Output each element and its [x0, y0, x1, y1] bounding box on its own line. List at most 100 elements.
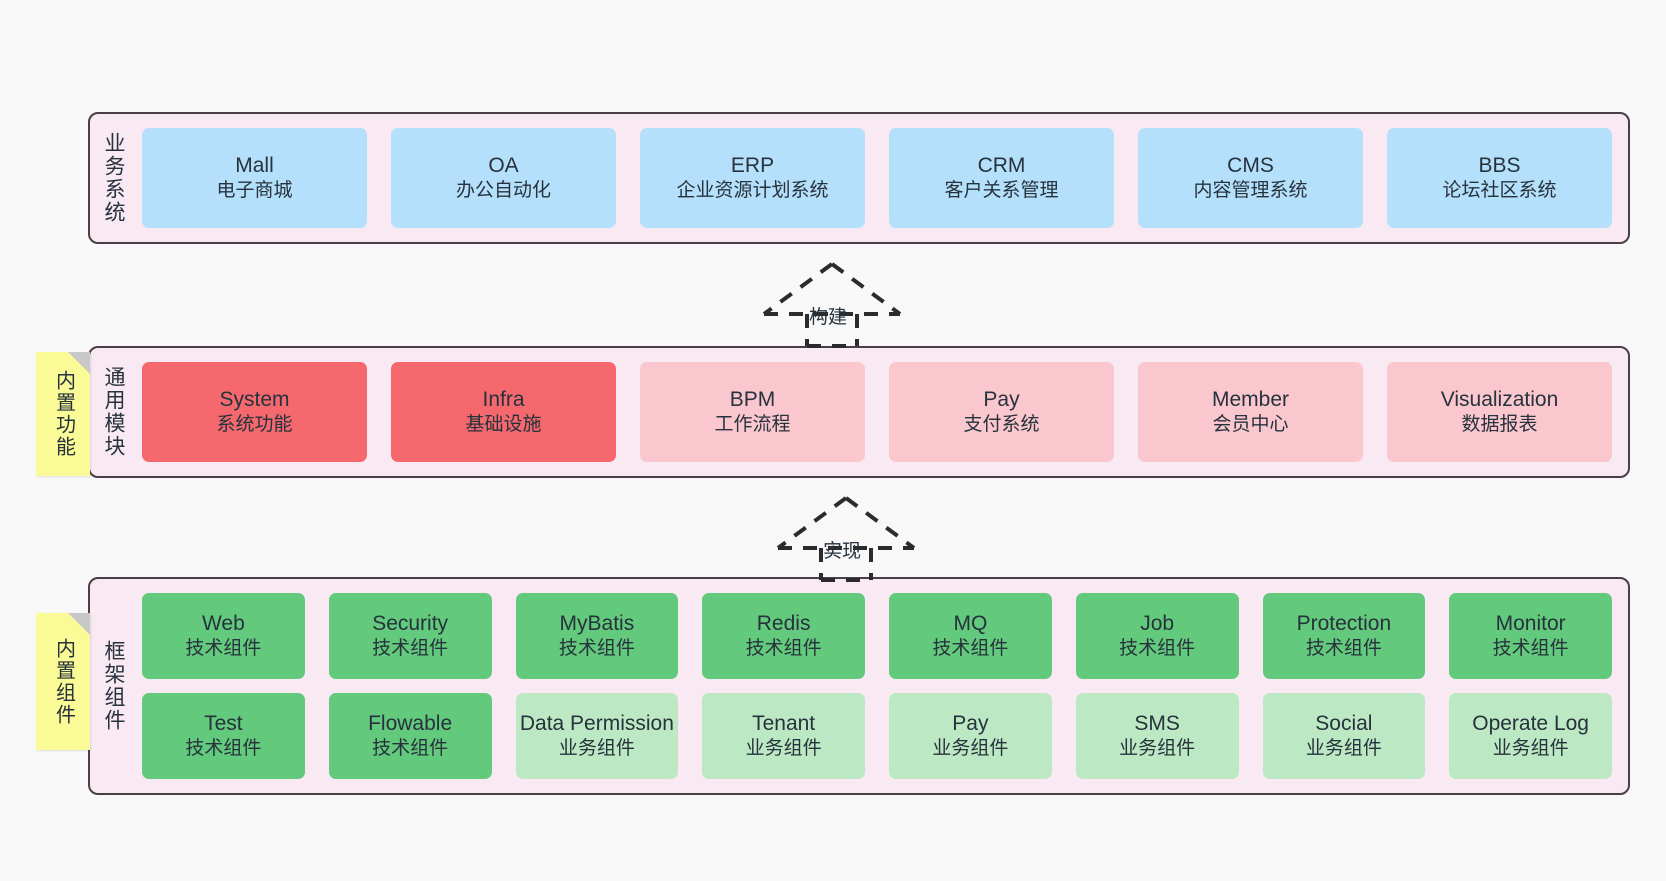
node-subtitle: 客户关系管理	[944, 180, 1059, 202]
node-system[interactable]: System 系统功能	[142, 362, 367, 462]
node-subtitle: 技术组件	[1305, 638, 1382, 660]
node-title: CRM	[977, 154, 1026, 178]
generalization-arrow-icon	[762, 262, 902, 348]
node-title: BBS	[1478, 154, 1521, 178]
node-subtitle: 业务组件	[1305, 738, 1382, 760]
node-subtitle: 技术组件	[558, 638, 635, 660]
node-oa[interactable]: OA 办公自动化	[391, 128, 616, 228]
node-title: Protection	[1296, 612, 1392, 636]
node-redis[interactable]: Redis 技术组件	[702, 593, 865, 679]
node-visualization[interactable]: Visualization 数据报表	[1387, 362, 1612, 462]
node-title: Tenant	[752, 712, 816, 736]
node-flowable[interactable]: Flowable 技术组件	[328, 693, 492, 779]
node-mall[interactable]: Mall 电子商城	[142, 128, 367, 228]
node-title: BPM	[729, 388, 776, 412]
node-title: Flowable	[368, 712, 453, 736]
node-subtitle: 内容管理系统	[1193, 180, 1308, 202]
node-infra[interactable]: Infra 基础设施	[391, 362, 616, 462]
node-subtitle: 工作流程	[714, 414, 791, 436]
node-social[interactable]: Social 业务组件	[1262, 693, 1426, 779]
node-tenant[interactable]: Tenant 业务组件	[702, 693, 865, 779]
node-title: Test	[204, 712, 243, 736]
node-protection[interactable]: Protection 技术组件	[1262, 593, 1426, 679]
node-title: Data Permission	[519, 712, 674, 736]
node-subtitle: 业务组件	[558, 738, 635, 760]
layer-body-common: System 系统功能 Infra 基础设施 BPM 工作流程 Pay 支付系统…	[136, 348, 1628, 476]
layer-body-business: Mall 电子商城 OA 办公自动化 ERP 企业资源计划系统 CRM 客户关系…	[136, 114, 1628, 242]
layer-body-framework: Web 技术组件 Security 技术组件 MyBatis 技术组件 Redi…	[136, 579, 1628, 793]
layer-common-modules: 通用模块 System 系统功能 Infra 基础设施 BPM 工作流程 Pay…	[88, 346, 1630, 478]
node-subtitle: 企业资源计划系统	[676, 180, 829, 202]
node-erp[interactable]: ERP 企业资源计划系统	[640, 128, 865, 228]
node-title: OA	[488, 154, 519, 178]
node-subtitle: 业务组件	[745, 738, 822, 760]
node-title: MyBatis	[559, 612, 635, 636]
node-title: Operate Log	[1472, 712, 1589, 736]
node-bpm[interactable]: BPM 工作流程	[640, 362, 865, 462]
node-title: ERP	[730, 154, 775, 178]
connector-implement-label: 实现	[823, 541, 862, 562]
node-subtitle: 技术组件	[185, 638, 262, 660]
node-row-business: Test 技术组件 Flowable 技术组件 Data Permission …	[142, 693, 1612, 779]
node-subtitle: 技术组件	[372, 638, 449, 660]
node-title: Social	[1315, 712, 1373, 736]
node-crm[interactable]: CRM 客户关系管理	[889, 128, 1114, 228]
node-subtitle: 数据报表	[1461, 414, 1538, 436]
node-subtitle: 业务组件	[1492, 738, 1569, 760]
node-subtitle: 技术组件	[932, 638, 1009, 660]
node-sms[interactable]: SMS 业务组件	[1075, 693, 1239, 779]
node-subtitle: 论坛社区系统	[1442, 180, 1557, 202]
node-row-tech: Web 技术组件 Security 技术组件 MyBatis 技术组件 Redi…	[142, 593, 1612, 679]
layer-framework-components: 框架组件 Web 技术组件 Security 技术组件 MyBatis 技术组件…	[88, 577, 1630, 795]
node-pay-component[interactable]: Pay 业务组件	[889, 693, 1052, 779]
node-operate-log[interactable]: Operate Log 业务组件	[1449, 693, 1612, 779]
sticky-note-builtin-features: 内置功能	[36, 352, 90, 476]
sticky-note-builtin-components: 内置组件	[36, 613, 90, 750]
node-title: Visualization	[1440, 388, 1559, 412]
node-mybatis[interactable]: MyBatis 技术组件	[515, 593, 679, 679]
node-subtitle: 技术组件	[1119, 638, 1196, 660]
node-title: System	[219, 388, 290, 412]
node-pay-module[interactable]: Pay 支付系统	[889, 362, 1114, 462]
node-title: Monitor	[1495, 612, 1566, 636]
node-title: Infra	[482, 388, 525, 412]
node-title: Mall	[235, 154, 274, 178]
node-web[interactable]: Web 技术组件	[142, 593, 305, 679]
node-subtitle: 系统功能	[216, 414, 293, 436]
node-job[interactable]: Job 技术组件	[1075, 593, 1239, 679]
node-title: SMS	[1134, 712, 1180, 736]
node-title: Redis	[756, 612, 811, 636]
node-mq[interactable]: MQ 技术组件	[889, 593, 1052, 679]
node-test[interactable]: Test 技术组件	[142, 693, 305, 779]
node-title: CMS	[1227, 154, 1274, 178]
node-cms[interactable]: CMS 内容管理系统	[1138, 128, 1363, 228]
node-title: MQ	[953, 612, 988, 636]
generalization-arrow-icon	[776, 496, 916, 582]
node-title: Pay	[983, 388, 1020, 412]
node-security[interactable]: Security 技术组件	[328, 593, 492, 679]
node-subtitle: 基础设施	[465, 414, 542, 436]
node-row: Mall 电子商城 OA 办公自动化 ERP 企业资源计划系统 CRM 客户关系…	[142, 128, 1612, 228]
sticky-note-label: 内置功能	[52, 370, 75, 458]
node-bbs[interactable]: BBS 论坛社区系统	[1387, 128, 1612, 228]
layer-title-framework: 框架组件	[102, 640, 126, 732]
node-subtitle: 技术组件	[372, 738, 449, 760]
connector-implement: 实现	[766, 490, 926, 582]
node-title: Job	[1140, 612, 1175, 636]
node-title: Pay	[952, 712, 989, 736]
node-title: Member	[1211, 388, 1290, 412]
node-monitor[interactable]: Monitor 技术组件	[1449, 593, 1612, 679]
node-subtitle: 技术组件	[745, 638, 822, 660]
layer-title-business: 业务系统	[102, 132, 126, 224]
layer-business-systems: 业务系统 Mall 电子商城 OA 办公自动化 ERP 企业资源计划系统 CRM…	[88, 112, 1630, 244]
node-data-permission[interactable]: Data Permission 业务组件	[515, 693, 679, 779]
node-subtitle: 会员中心	[1212, 414, 1289, 436]
node-subtitle: 业务组件	[932, 738, 1009, 760]
node-subtitle: 技术组件	[185, 738, 262, 760]
node-subtitle: 电子商城	[216, 180, 293, 202]
connector-build-label: 构建	[809, 307, 848, 328]
node-subtitle: 业务组件	[1119, 738, 1196, 760]
connector-build: 构建	[752, 256, 912, 348]
node-member[interactable]: Member 会员中心	[1138, 362, 1363, 462]
